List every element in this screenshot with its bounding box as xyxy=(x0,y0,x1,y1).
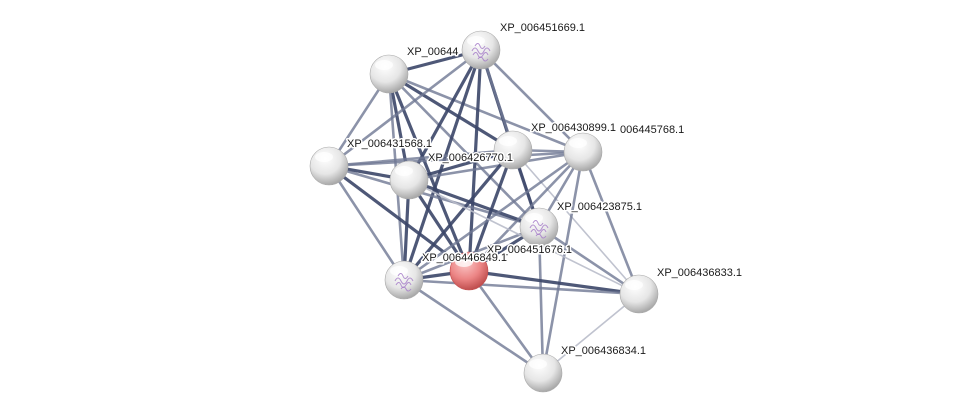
labels-layer: XP_006451669.1XP_006451669.1XP_00644XP_0… xyxy=(346,21,744,359)
edge-n_644-n_6445768 xyxy=(387,72,585,154)
node-sphere[interactable] xyxy=(523,353,563,393)
node-sphere[interactable] xyxy=(461,30,501,70)
node-n_6436833[interactable] xyxy=(619,274,659,314)
nodes-layer xyxy=(309,30,659,393)
edge-n_644-n_6451676 xyxy=(387,72,471,273)
node-sphere[interactable] xyxy=(519,207,559,247)
node-n_6436834[interactable] xyxy=(523,353,563,393)
node-gloss xyxy=(390,266,408,276)
node-label-halo: 006445768.1 xyxy=(620,124,684,136)
edge-n_6445768-n_6436834 xyxy=(541,150,585,375)
node-label-halo: XP_00644 xyxy=(407,46,458,58)
structure-strand xyxy=(474,43,486,49)
edge-n_6446849-n_6436834 xyxy=(402,278,545,375)
edge-n_644-n_6430899 xyxy=(387,72,515,152)
node-label: XP_006451669.1 xyxy=(500,22,585,34)
node-sphere[interactable] xyxy=(384,260,424,300)
node-label: XP_006423875.1 xyxy=(557,201,642,213)
structure-strand xyxy=(394,277,414,285)
edge-n_6445768-n_6451676 xyxy=(467,150,585,273)
edge-n_6445768-n_6446849 xyxy=(402,150,585,282)
protein-structure-icon xyxy=(394,273,414,292)
node-n_644[interactable] xyxy=(369,54,409,94)
edge-n_6430899-n_6446849 xyxy=(402,148,515,282)
edge-n_6426770-n_6445768 xyxy=(407,150,585,182)
node-label: XP_006451676.1 xyxy=(487,244,572,256)
node-label: XP_006446849.1 xyxy=(422,252,507,264)
node-sphere[interactable] xyxy=(619,274,659,314)
node-sphere[interactable] xyxy=(369,54,409,94)
edge-n_6430899-n_6436833 xyxy=(512,149,640,295)
node-label-halo: XP_006436833.1 xyxy=(657,267,742,279)
node-gloss xyxy=(467,36,485,46)
edge-n_6431568-n_6445768 xyxy=(327,150,585,168)
node-label-halo: XP_006451669.1 xyxy=(500,22,585,34)
node-label: XP_006431568.1 xyxy=(347,138,432,150)
node-label: XP_006430899.1 xyxy=(531,122,616,134)
node-label-halo: XP_006436834.1 xyxy=(561,345,646,357)
structure-strand xyxy=(529,224,549,232)
node-sphere[interactable] xyxy=(389,160,429,200)
structure-strand xyxy=(532,220,544,226)
node-n_6451669[interactable] xyxy=(461,30,501,70)
node-n_6426770[interactable] xyxy=(389,160,429,200)
edge-n_6423875-n_6436834 xyxy=(537,225,545,375)
edge-n_6431568-n_6451676 xyxy=(327,164,471,273)
node-label: 006445768.1 xyxy=(620,124,684,136)
edge-n_6451669-n_6446849 xyxy=(402,48,483,282)
structure-strand xyxy=(535,233,547,239)
edge-n_6451676-n_6436833 xyxy=(467,269,641,296)
structure-strand xyxy=(397,273,409,279)
node-label-halo: XP_006426770.1 xyxy=(428,152,513,164)
node-n_6423875[interactable] xyxy=(519,207,559,247)
node-n_6446849[interactable] xyxy=(384,260,424,300)
node-label-halo: XP_006423875.1 xyxy=(557,201,642,213)
node-n_6430899[interactable] xyxy=(493,130,533,170)
edge-n_6451669-n_6431568 xyxy=(327,48,483,168)
node-n_6445768[interactable] xyxy=(563,132,603,172)
node-sphere[interactable] xyxy=(309,146,349,186)
node-label: XP_006426770.1 xyxy=(428,152,513,164)
node-gloss xyxy=(395,166,413,176)
edge-n_6451676-n_6436834 xyxy=(467,269,545,375)
node-label: XP_00644 xyxy=(407,46,458,58)
node-label-halo: XP_006430899.1 xyxy=(531,122,616,134)
node-gloss xyxy=(315,152,333,162)
node-label-halo: XP_006446849.1 xyxy=(422,252,507,264)
node-label: XP_006436833.1 xyxy=(657,267,742,279)
protein-structure-icon xyxy=(529,220,549,239)
node-gloss xyxy=(375,60,393,70)
node-label-halo: XP_006431568.1 xyxy=(347,138,432,150)
edge-n_6445768-n_6436833 xyxy=(581,150,641,296)
structure-strand xyxy=(477,56,489,62)
edge-n_6423875-n_6436833 xyxy=(537,225,641,296)
node-gloss xyxy=(625,280,643,290)
edge-n_6431568-n_6446849 xyxy=(327,164,406,282)
node-n_6451676[interactable] xyxy=(449,251,489,291)
node-gloss xyxy=(529,359,547,369)
edge-n_6431568-n_6423875 xyxy=(327,164,541,229)
structure-strand xyxy=(400,286,412,292)
structure-strand xyxy=(471,47,491,55)
node-sphere[interactable] xyxy=(563,132,603,172)
node-gloss xyxy=(499,136,517,146)
edge-n_6451669-n_6445768 xyxy=(479,48,585,154)
node-label: XP_006436834.1 xyxy=(561,345,646,357)
node-gloss xyxy=(525,213,543,223)
protein-structure-icon xyxy=(471,43,491,62)
node-label-halo: XP_006451676.1 xyxy=(487,244,572,256)
node-gloss xyxy=(569,138,587,148)
node-n_6431568[interactable] xyxy=(309,146,349,186)
node-gloss xyxy=(455,257,473,267)
edge-n_6446849-n_6436833 xyxy=(402,278,641,296)
edge-n_6436833-n_6436834 xyxy=(542,293,640,374)
